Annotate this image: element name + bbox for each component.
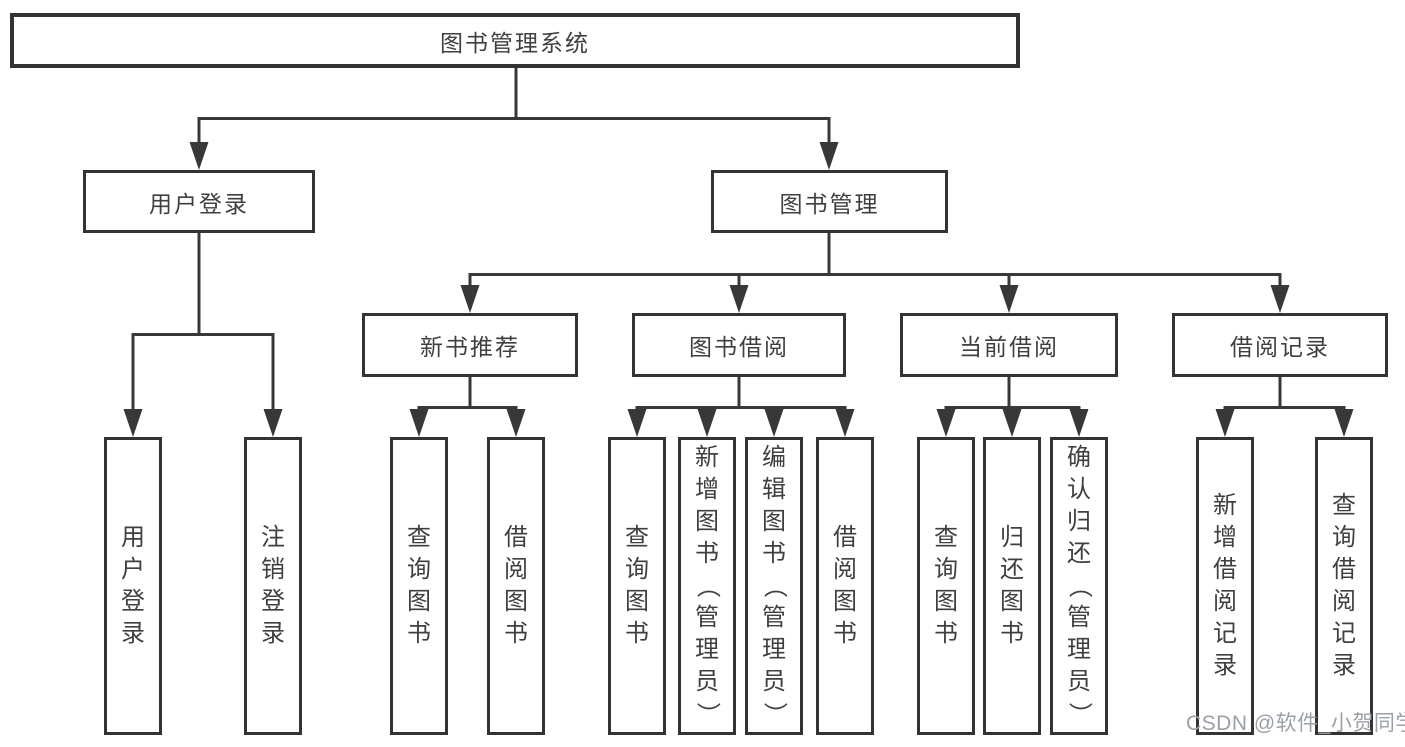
leaf-borrow-borrow: 借阅图书	[816, 437, 874, 735]
leaf-user-login-label: 用户登录	[121, 524, 145, 647]
leaf-newbook-borrow-label: 借阅图书	[504, 524, 528, 647]
leaf-borrow-borrow-label: 借阅图书	[833, 524, 857, 647]
leaf-logout-label: 注销登录	[261, 524, 285, 647]
node-book-management: 图书管理	[711, 170, 948, 233]
leaf-borrow-query: 查询图书	[608, 437, 666, 735]
leaf-borrow-edit-admin-label: 编辑图书（管理员）	[761, 444, 788, 727]
leaf-record-query: 查询借阅记录	[1315, 437, 1373, 735]
node-root-system: 图书管理系统	[10, 13, 1020, 68]
leaf-logout: 注销登录	[244, 437, 302, 735]
node-current-borrow-label: 当前借阅	[959, 334, 1059, 360]
node-borrow-record-label: 借阅记录	[1230, 334, 1330, 360]
leaf-newbook-query: 查询图书	[390, 437, 448, 735]
node-new-book-recommend: 新书推荐	[362, 313, 578, 377]
node-current-borrow: 当前借阅	[900, 313, 1118, 377]
leaf-current-query: 查询图书	[917, 437, 975, 735]
leaf-newbook-borrow: 借阅图书	[487, 437, 545, 735]
node-book-borrow: 图书借阅	[632, 313, 846, 377]
node-new-book-recommend-label: 新书推荐	[420, 334, 520, 360]
node-user-login-label: 用户登录	[149, 190, 249, 217]
node-user-login: 用户登录	[83, 170, 315, 233]
node-book-management-label: 图书管理	[779, 190, 880, 217]
leaf-record-add-label: 新增借阅记录	[1213, 492, 1237, 679]
leaf-current-query-label: 查询图书	[934, 524, 958, 647]
leaf-current-return-label: 归还图书	[1000, 524, 1024, 647]
leaf-user-login: 用户登录	[104, 437, 162, 735]
leaf-borrow-add-admin: 新增图书（管理员）	[678, 437, 736, 735]
node-root-label: 图书管理系统	[440, 29, 590, 56]
leaf-record-add: 新增借阅记录	[1196, 437, 1254, 735]
csdn-watermark: CSDN @软件_小贺同学	[1186, 712, 1405, 735]
leaf-current-confirm-admin-label: 确认归还（管理员）	[1066, 444, 1093, 727]
node-borrow-record: 借阅记录	[1172, 313, 1388, 377]
node-book-borrow-label: 图书借阅	[689, 334, 789, 360]
leaf-borrow-add-admin-label: 新增图书（管理员）	[694, 444, 721, 727]
leaf-borrow-query-label: 查询图书	[625, 524, 649, 647]
leaf-current-confirm-admin: 确认归还（管理员）	[1050, 437, 1108, 735]
leaf-newbook-query-label: 查询图书	[407, 524, 431, 647]
leaf-borrow-edit-admin: 编辑图书（管理员）	[745, 437, 803, 735]
leaf-record-query-label: 查询借阅记录	[1332, 492, 1356, 679]
leaf-current-return: 归还图书	[983, 437, 1041, 735]
